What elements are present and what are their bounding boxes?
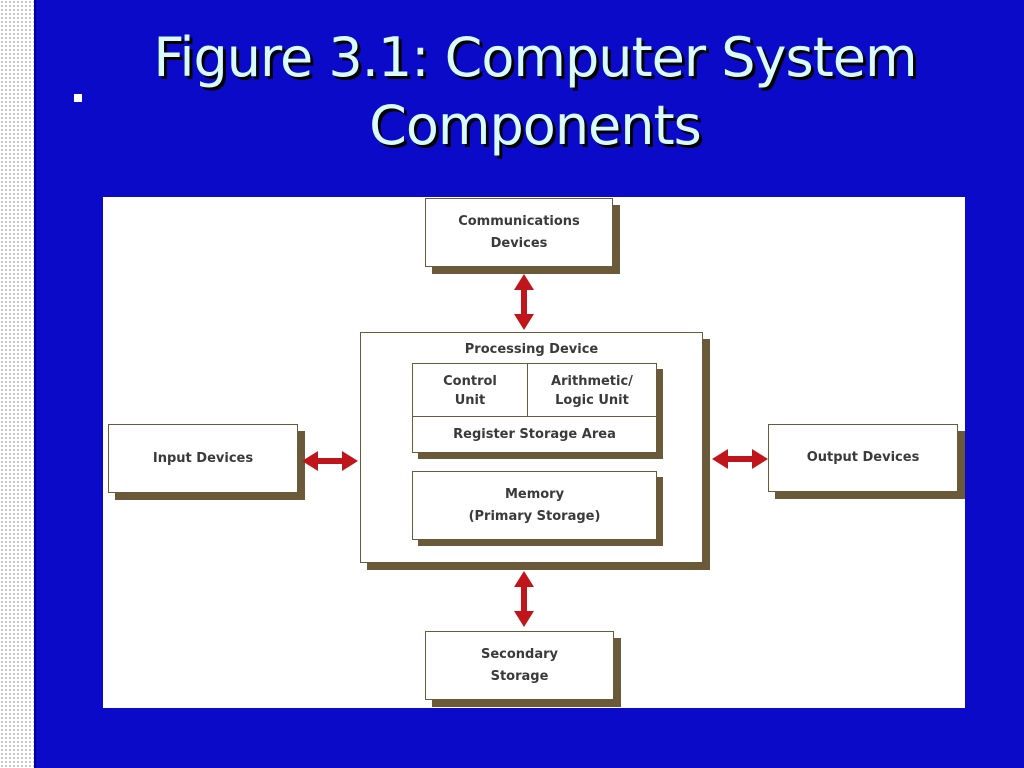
square-bullet-icon: [74, 94, 82, 102]
communications-devices-box: Communications Devices: [425, 198, 613, 267]
alu-label: Arithmetic/ Logic Unit: [528, 372, 656, 410]
memory-box: Memory (Primary Storage): [412, 471, 657, 540]
memory-line-2: (Primary Storage): [468, 508, 601, 524]
slide-title-line-1: Figure 3.1: Computer System: [153, 26, 917, 89]
control-unit-label: Control Unit: [413, 372, 527, 410]
communications-label-line-1: Communications: [458, 213, 580, 229]
connector-arrows: [302, 274, 768, 627]
cpu-core-divider-vertical: [527, 364, 528, 416]
arrow-communications-processing-icon: [514, 274, 534, 330]
input-devices-label: Input Devices: [152, 450, 254, 466]
memory-line-1: Memory: [504, 486, 565, 502]
control-unit-line-2: Unit: [454, 393, 486, 408]
processing-device-box: Processing Device Control Unit Arithmeti…: [360, 332, 703, 563]
processing-device-title: Processing Device: [464, 342, 599, 357]
secondary-storage-box: Secondary Storage: [425, 631, 614, 700]
communications-label-line-2: Devices: [490, 235, 548, 251]
memory-label: Memory (Primary Storage): [413, 484, 656, 528]
diagram-figure: Communications Devices Processing Device…: [103, 197, 965, 708]
secondary-storage-label: Secondary Storage: [426, 644, 613, 688]
output-devices-box: Output Devices: [768, 424, 958, 492]
slide-title-line-2: Components: [369, 94, 702, 157]
slide-title: Figure 3.1: Computer System Components: [90, 24, 980, 160]
register-storage-label: Register Storage Area: [453, 427, 616, 442]
control-unit-line-1: Control: [443, 374, 497, 389]
output-devices-label: Output Devices: [806, 450, 920, 465]
arrow-processing-output-icon: [712, 449, 768, 469]
cpu-core-box: Control Unit Arithmetic/ Logic Unit Regi…: [412, 363, 657, 453]
communications-devices-label: Communications Devices: [426, 211, 612, 255]
alu-line-2: Logic Unit: [555, 393, 629, 408]
secondary-label-line-1: Secondary: [480, 646, 559, 662]
left-decorative-strip: [0, 0, 36, 768]
secondary-label-line-2: Storage: [490, 668, 549, 684]
alu-line-1: Arithmetic/: [551, 374, 633, 389]
arrow-processing-secondary-icon: [514, 571, 534, 627]
arrow-input-processing-icon: [302, 451, 358, 471]
input-devices-box: Input Devices: [108, 424, 298, 493]
cpu-core-divider-horizontal: [413, 416, 656, 417]
